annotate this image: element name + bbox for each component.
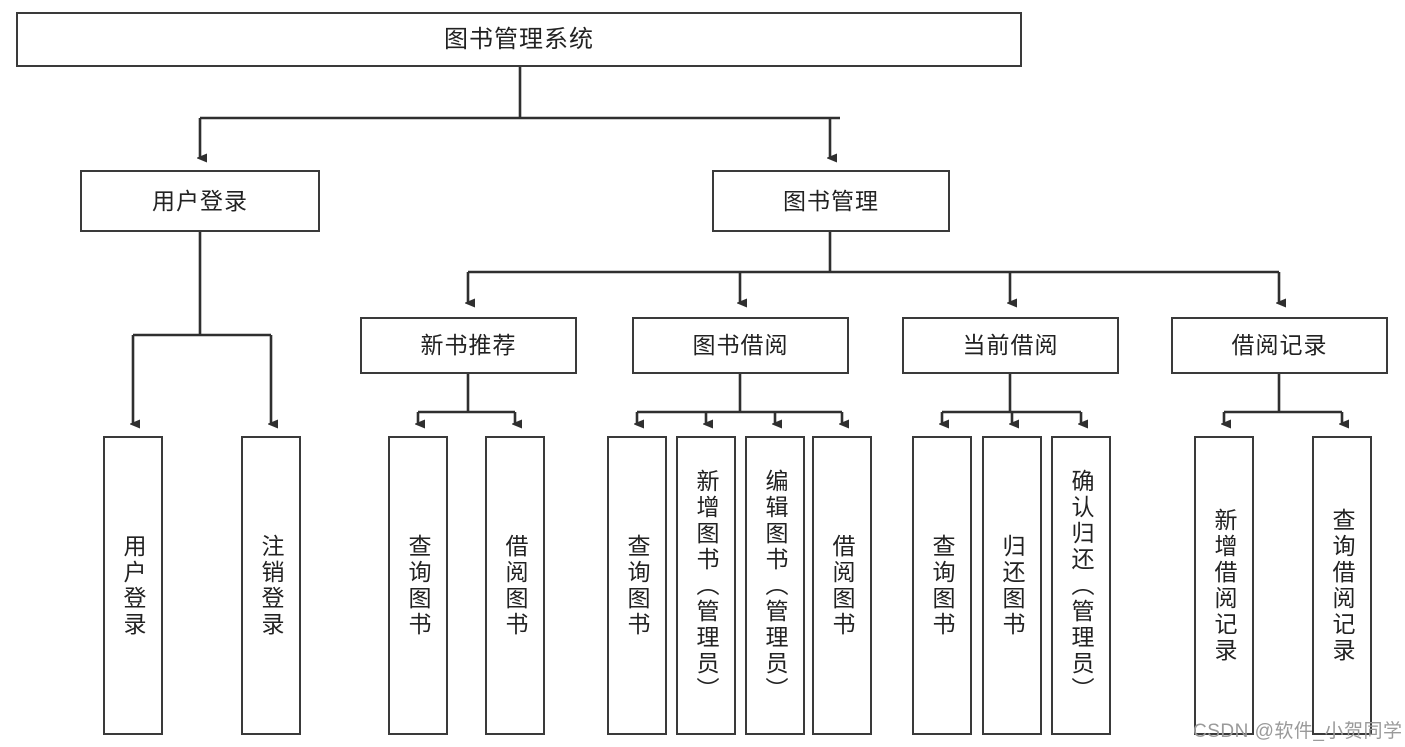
node-label: 借阅记录 bbox=[1231, 332, 1328, 359]
leaf-current-confirm-return-admin[interactable]: 确认归还（管理员） bbox=[1051, 436, 1111, 735]
node-label: 查询图书 bbox=[624, 533, 651, 638]
node-label: 编辑图书（管理员） bbox=[762, 468, 789, 703]
leaf-record-query-record[interactable]: 查询借阅记录 bbox=[1312, 436, 1372, 735]
node-user-login[interactable]: 用户登录 bbox=[80, 170, 320, 232]
node-label: 图书管理 bbox=[783, 187, 879, 214]
node-label: 确认归还（管理员） bbox=[1068, 468, 1095, 703]
node-borrow-record[interactable]: 借阅记录 bbox=[1171, 317, 1388, 374]
node-current-borrow[interactable]: 当前借阅 bbox=[902, 317, 1119, 374]
node-label: 查询图书 bbox=[405, 533, 432, 638]
leaf-borrow-query-book[interactable]: 查询图书 bbox=[607, 436, 667, 735]
leaf-current-query-book[interactable]: 查询图书 bbox=[912, 436, 972, 735]
node-label: 注销登录 bbox=[258, 533, 285, 638]
node-book-borrow[interactable]: 图书借阅 bbox=[632, 317, 849, 374]
node-label: 当前借阅 bbox=[962, 332, 1059, 359]
node-label: 用户登录 bbox=[152, 187, 248, 214]
node-book-management[interactable]: 图书管理 bbox=[712, 170, 950, 232]
node-label: 用户登录 bbox=[120, 533, 147, 638]
node-label: 新书推荐 bbox=[420, 332, 517, 359]
node-root-system[interactable]: 图书管理系统 bbox=[16, 12, 1022, 67]
node-label: 新增图书（管理员） bbox=[693, 468, 720, 703]
leaf-current-return-book[interactable]: 归还图书 bbox=[982, 436, 1042, 735]
node-label: 查询借阅记录 bbox=[1329, 507, 1356, 664]
leaf-recommend-query-book[interactable]: 查询图书 bbox=[388, 436, 448, 735]
node-label: 查询图书 bbox=[929, 533, 956, 638]
node-label: 借阅图书 bbox=[502, 533, 529, 638]
leaf-borrow-add-book-admin[interactable]: 新增图书（管理员） bbox=[676, 436, 736, 735]
node-label: 图书借阅 bbox=[692, 332, 789, 359]
leaf-record-add-record[interactable]: 新增借阅记录 bbox=[1194, 436, 1254, 735]
leaf-recommend-borrow-book[interactable]: 借阅图书 bbox=[485, 436, 545, 735]
leaf-borrow-edit-book-admin[interactable]: 编辑图书（管理员） bbox=[745, 436, 805, 735]
node-label: 借阅图书 bbox=[829, 533, 856, 638]
node-label: 归还图书 bbox=[999, 533, 1026, 638]
leaf-user-login-signout[interactable]: 注销登录 bbox=[241, 436, 301, 735]
node-new-book-recommend[interactable]: 新书推荐 bbox=[360, 317, 577, 374]
node-label: 新增借阅记录 bbox=[1211, 507, 1238, 664]
node-label: 图书管理系统 bbox=[444, 25, 594, 53]
leaf-user-login-signin[interactable]: 用户登录 bbox=[103, 436, 163, 735]
leaf-borrow-borrow-book[interactable]: 借阅图书 bbox=[812, 436, 872, 735]
